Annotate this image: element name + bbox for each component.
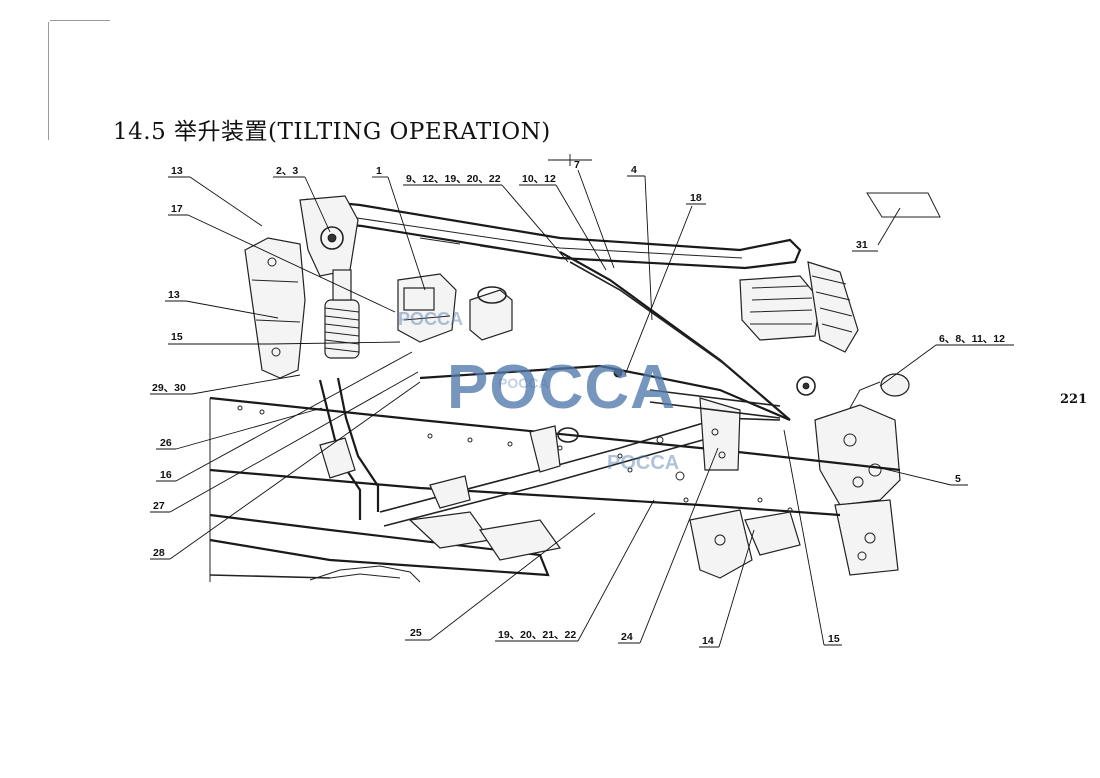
callout-label-16: 16 bbox=[160, 469, 172, 481]
scan-edge-left bbox=[48, 22, 49, 140]
callout-18: 18 bbox=[624, 192, 706, 376]
callout-label-31: 31 bbox=[856, 239, 868, 251]
callout-13-middle: 13 bbox=[165, 289, 279, 319]
callout-9-12-19-20-22: 9、12、19、20、22 bbox=[403, 173, 569, 263]
callout-17: 17 bbox=[168, 203, 396, 313]
callout-7: 7 bbox=[548, 154, 615, 269]
page-title: 14.5 举升装置(TILTING OPERATION) bbox=[113, 119, 551, 145]
callout-10-12: 10、12 bbox=[519, 173, 607, 271]
callout-5: 5 bbox=[871, 465, 968, 486]
callout-13-top: 13 bbox=[168, 165, 263, 227]
callout-24: 24 bbox=[618, 447, 719, 644]
page-number: 221 bbox=[1060, 392, 1088, 407]
callout-1: 1 bbox=[372, 165, 426, 291]
callout-label-9-12-19-20-22: 9、12、19、20、22 bbox=[406, 173, 501, 185]
chassis-frame-drawing bbox=[209, 195, 910, 583]
callout-19-20-21-22: 19、20、21、22 bbox=[495, 499, 655, 642]
callout-16: 16 bbox=[156, 351, 413, 482]
callout-4: 4 bbox=[627, 164, 653, 321]
callout-label-29-30: 29、30 bbox=[152, 382, 186, 394]
callout-15-right: 15 bbox=[783, 429, 842, 646]
callout-14: 14 bbox=[699, 529, 755, 648]
callout-label-13-top: 13 bbox=[171, 165, 183, 177]
callout-6-8-11-12: 6、8、11、12 bbox=[879, 333, 1014, 387]
callout-label-18: 18 bbox=[690, 192, 702, 204]
callout-label-28: 28 bbox=[153, 547, 165, 559]
callout-27: 27 bbox=[150, 371, 419, 513]
callout-label-14: 14 bbox=[702, 635, 714, 647]
callout-label-5: 5 bbox=[955, 473, 961, 485]
callout-label-4: 4 bbox=[631, 164, 637, 176]
callout-label-24: 24 bbox=[621, 631, 633, 643]
callout-label-17: 17 bbox=[171, 203, 183, 215]
callout-label-6-8-11-12: 6、8、11、12 bbox=[939, 333, 1005, 345]
callout-label-2-3: 2、3 bbox=[276, 165, 298, 177]
callout-label-10-12: 10、12 bbox=[522, 173, 556, 185]
callout-2-3: 2、3 bbox=[273, 165, 331, 233]
callout-15-left: 15 bbox=[168, 331, 401, 345]
callout-label-25: 25 bbox=[410, 627, 422, 639]
callout-label-26: 26 bbox=[160, 437, 172, 449]
callout-label-7: 7 bbox=[574, 159, 580, 171]
callout-28: 28 bbox=[150, 381, 421, 560]
callout-26: 26 bbox=[156, 407, 323, 450]
callout-31: 31 bbox=[852, 192, 941, 252]
scan-edge-top bbox=[50, 20, 110, 21]
callout-label-27: 27 bbox=[153, 500, 165, 512]
callout-label-1: 1 bbox=[376, 165, 382, 177]
callout-29-30: 29、30 bbox=[150, 374, 301, 395]
callout-label-13-middle: 13 bbox=[168, 289, 180, 301]
callout-label-19-20-21-22: 19、20、21、22 bbox=[498, 629, 576, 641]
callout-label-15-right: 15 bbox=[828, 633, 840, 645]
callout-label-15-left: 15 bbox=[171, 331, 183, 343]
callout-25: 25 bbox=[405, 512, 596, 641]
